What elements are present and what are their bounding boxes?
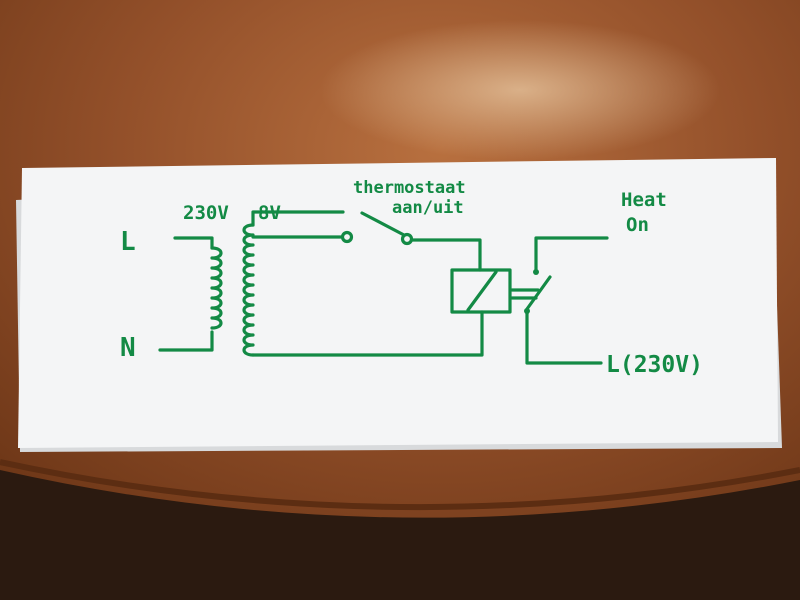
wire-secondary-top (251, 210, 345, 227)
contact-top-wire (534, 236, 609, 274)
label-thermostat: thermostaat (353, 178, 466, 198)
relay-coil-diagonal (466, 270, 498, 312)
contact-pivot (524, 308, 530, 314)
wire-secondary-bottom (251, 310, 484, 357)
thermostat-contact-left (340, 230, 354, 244)
table-rim (0, 459, 800, 511)
label-primary-voltage: 230V (183, 202, 229, 224)
circuit-drawing (158, 210, 609, 365)
contact-tip (533, 269, 539, 275)
label-heat-on: On (626, 214, 649, 236)
label-neutral: N (120, 333, 136, 363)
table-edge-shadow (0, 470, 800, 600)
thermostat-lever (360, 211, 406, 237)
secondary-coil (242, 223, 255, 357)
primary-coil (210, 246, 223, 330)
contact-arm (525, 275, 552, 311)
table-glare (320, 20, 720, 160)
wire-neutral-in (158, 330, 214, 352)
contact-bottom-wire (525, 311, 603, 365)
relay-coil-box (450, 268, 512, 314)
label-secondary-voltage: 8V (258, 202, 281, 224)
label-heat: Heat (621, 189, 667, 211)
label-line: L (120, 227, 136, 257)
label-thermostat-state: aan/uit (392, 198, 464, 218)
paper-sheet (18, 158, 778, 448)
label-supply: L(230V) (606, 352, 703, 378)
wire-thermostat-to-relay (410, 238, 482, 272)
wire-line-in (173, 236, 214, 250)
